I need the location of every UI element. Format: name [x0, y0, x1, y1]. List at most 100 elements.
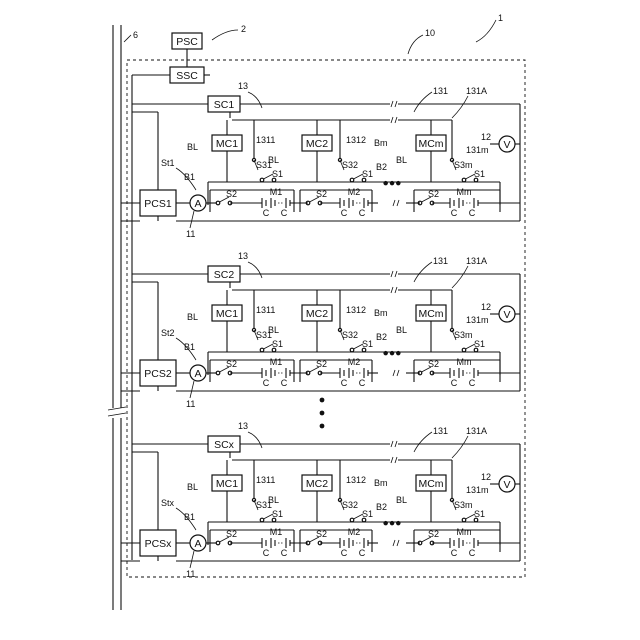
leader-131A: [452, 96, 468, 118]
voltmeter-symbol: V: [503, 309, 510, 321]
s1-label-3: S1: [474, 509, 485, 519]
s1-switch-3-contact-a: [462, 518, 466, 522]
module-label-2: M2: [348, 187, 361, 197]
st-label: St2: [161, 328, 175, 338]
line-break-mark: [391, 441, 397, 447]
break-stroke: [391, 117, 393, 123]
bl-label-3: BL: [396, 495, 407, 505]
station-block-2: SC213131131AV12131mMC11311S31MC21312S32M…: [121, 251, 520, 409]
leader-11: [190, 551, 194, 568]
cell-label-a-1: C: [263, 548, 270, 558]
cell-label-b-2: C: [359, 548, 366, 558]
break-stroke: [391, 287, 393, 293]
station-blocks: SC113131131AV12131mMC11311S31MC21312S32M…: [121, 81, 520, 579]
ref-label-13: 13: [238, 421, 248, 431]
module-label-2: M2: [348, 357, 361, 367]
break-stroke: [391, 101, 393, 107]
s3-label-3: S3m: [454, 330, 473, 340]
station-block-1: SC113131131AV12131mMC11311S31MC21312S32M…: [121, 81, 520, 239]
s1-label-2: S1: [362, 339, 373, 349]
cell-label-a-2: C: [341, 548, 348, 558]
ssc-label: SSC: [176, 70, 198, 82]
ref-label-1312: 1312: [346, 135, 366, 145]
s2-label-2: S2: [316, 359, 327, 369]
s2-label-3: S2: [428, 189, 439, 199]
leader-13: [248, 262, 262, 278]
s1-switch-2-contact-a: [350, 518, 354, 522]
ref-label-131A: 131A: [466, 256, 487, 266]
leader-13: [248, 92, 262, 108]
s2-label-1: S2: [226, 359, 237, 369]
line-break-mark: [391, 271, 397, 277]
battery-1: [262, 368, 290, 378]
battery-1: [262, 538, 290, 548]
bl-label-3: BL: [396, 325, 407, 335]
ref-label-131: 131: [433, 426, 448, 436]
cell-label-b-1: C: [281, 208, 288, 218]
line-break-mark: [393, 370, 399, 376]
mc-label-3: MCm: [418, 138, 443, 150]
leader-2: [212, 30, 238, 40]
s1-switch-2-contact-a: [350, 348, 354, 352]
battery-2: [340, 368, 368, 378]
ammeter-symbol: A: [194, 368, 201, 380]
line-break-mark: [393, 200, 399, 206]
mc-label-3: MCm: [418, 478, 443, 490]
battery-3: [450, 538, 478, 548]
break-stroke: [397, 200, 399, 206]
pcs-label: PCS2: [144, 368, 172, 380]
leader-11: [190, 211, 194, 228]
break-stroke: [395, 441, 397, 447]
cell-label-b-2: C: [359, 208, 366, 218]
bm-label: Bm: [374, 478, 388, 488]
s1-label-1: S1: [272, 169, 283, 179]
break-stroke: [397, 540, 399, 546]
st-label: Stx: [161, 498, 175, 508]
ref-label-1312: 1312: [346, 475, 366, 485]
mc-label-1: MC1: [216, 138, 238, 150]
line-break-mark: [391, 457, 397, 463]
b2-label: B2: [376, 162, 387, 172]
mc-label-2: MC2: [306, 308, 328, 320]
cell-label-b-1: C: [281, 548, 288, 558]
module-ellipsis: ●●●: [382, 347, 401, 359]
s1-switch-2-contact-a: [350, 178, 354, 182]
bl-label-2: BL: [268, 325, 279, 335]
bl-label-2: BL: [268, 155, 279, 165]
s2-label-1: S2: [226, 529, 237, 539]
module-label-1: M1: [270, 187, 283, 197]
bl-label-3: BL: [396, 155, 407, 165]
line-break-mark: [391, 287, 397, 293]
leader-131: [414, 432, 432, 452]
cell-label-a-3: C: [451, 378, 458, 388]
s3-label-2: S32: [342, 500, 358, 510]
s1-label-1: S1: [272, 509, 283, 519]
vertical-ellipsis-dot-1: [320, 411, 325, 416]
leader-11: [190, 381, 194, 398]
voltmeter-symbol: V: [503, 139, 510, 151]
s1-switch-1-contact-a: [260, 518, 264, 522]
break-stroke: [393, 370, 395, 376]
s1-switch-3-contact-a: [462, 178, 466, 182]
break-stroke: [393, 200, 395, 206]
s1-label-3: S1: [474, 169, 485, 179]
leader: [124, 35, 131, 42]
ref-label-1312: 1312: [346, 305, 366, 315]
ref-label-131: 131: [433, 86, 448, 96]
battery-2: [340, 198, 368, 208]
ammeter-symbol: A: [194, 198, 201, 210]
ref-label-11: 11: [186, 229, 195, 239]
s2-switch-1-contact-a: [216, 371, 220, 375]
s1-switch-1-contact-a: [260, 348, 264, 352]
ref-label-12: 12: [481, 132, 491, 142]
break-stroke: [395, 101, 397, 107]
s2-switch-1-contact-a: [216, 201, 220, 205]
s2-label-3: S2: [428, 359, 439, 369]
cell-label-b-3: C: [469, 208, 476, 218]
ref-label-10: 10: [425, 28, 435, 38]
cell-label-b-3: C: [469, 548, 476, 558]
bl-label-1: BL: [187, 142, 198, 152]
module-label-3: Mm: [457, 527, 472, 537]
s3-label-3: S3m: [454, 160, 473, 170]
psc-label: PSC: [176, 36, 198, 48]
